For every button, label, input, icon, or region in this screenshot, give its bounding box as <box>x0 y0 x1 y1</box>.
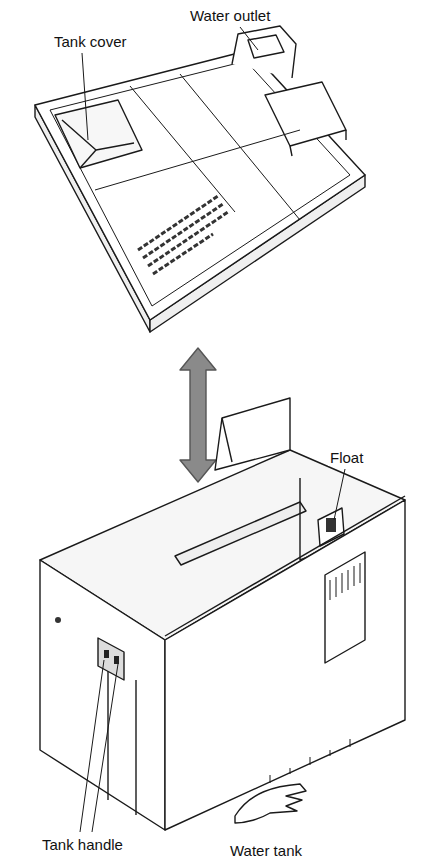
part-label: Tank handle <box>40 836 125 853</box>
part-label: Float <box>328 449 365 466</box>
cover-drawing <box>35 26 365 332</box>
part-label: Water outlet <box>188 7 272 24</box>
assembly-arrow <box>180 348 216 482</box>
part-label: Water tank <box>228 842 304 859</box>
part-label: Tank cover <box>52 33 129 50</box>
tank-drawing <box>40 398 405 830</box>
leader-lines <box>80 27 345 832</box>
